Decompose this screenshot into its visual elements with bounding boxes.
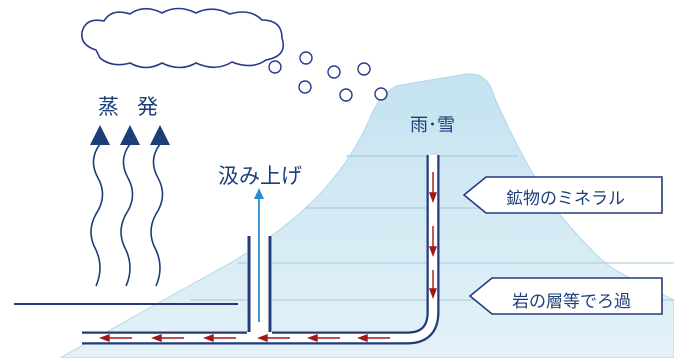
label-minerals: 鉱物のミネラル xyxy=(506,189,625,209)
label-pump-up: 汲み上げ xyxy=(218,164,302,188)
evaporation-arrows xyxy=(90,143,164,287)
pump-up-arrowhead xyxy=(254,188,264,199)
downward-flow-arrows xyxy=(428,172,438,299)
well-pipe xyxy=(247,188,272,335)
evaporation-arrowheads xyxy=(90,125,170,145)
cloud xyxy=(80,7,285,69)
leftward-flow-arrows xyxy=(99,333,390,343)
label-rain-snow: 雨･雪 xyxy=(410,115,455,136)
callout-minerals xyxy=(462,176,663,214)
label-evaporation: 蒸発 xyxy=(98,95,176,119)
label-rock-filtration: 岩の層等でろ過 xyxy=(512,292,631,312)
callout-rock-filtration xyxy=(468,277,663,315)
vapor-bubbles xyxy=(268,51,388,102)
